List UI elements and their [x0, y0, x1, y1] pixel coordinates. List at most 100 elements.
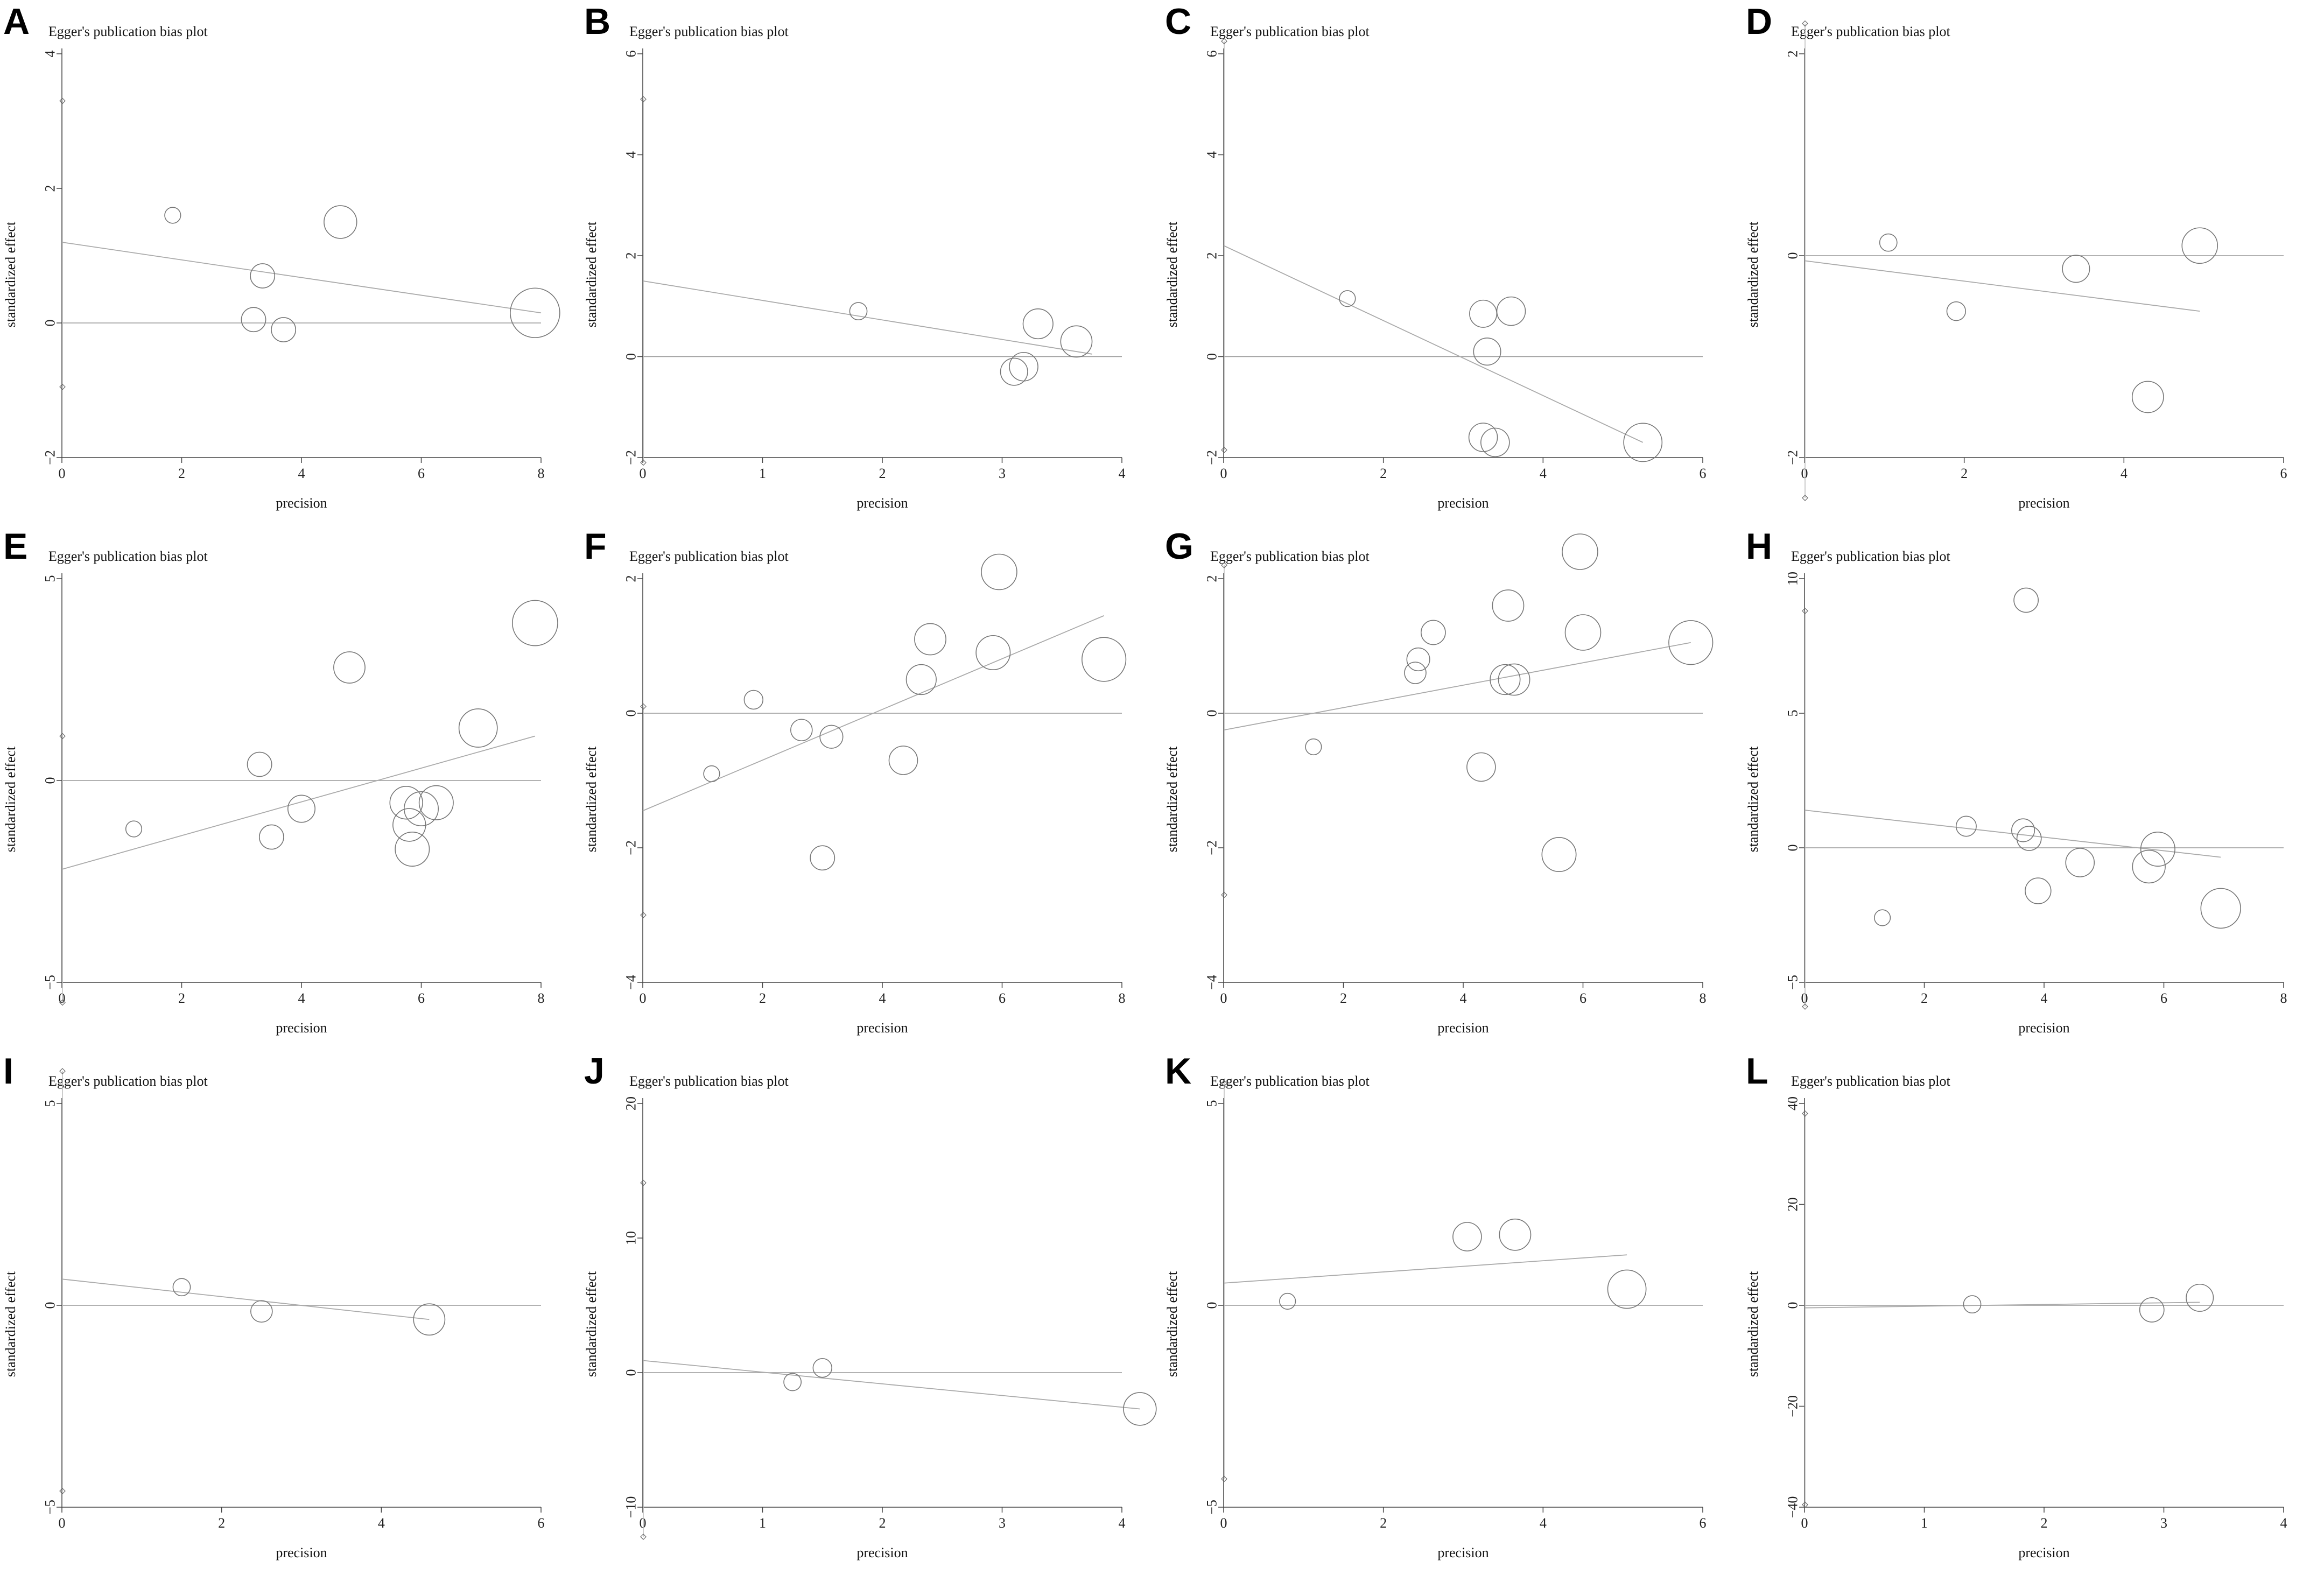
intercept-ci-marker: [640, 459, 647, 466]
intercept-ci-marker: [1802, 1501, 1808, 1508]
y-tick-label: 0: [1785, 845, 1801, 852]
panel-letter: C: [1165, 1, 1192, 42]
panel-letter: E: [3, 526, 28, 567]
chart-title: Egger's publication bias plot: [48, 549, 208, 564]
y-tick-label: −5: [1204, 1500, 1220, 1515]
y-tick-label: 20: [623, 1096, 639, 1110]
y-tick-label: 5: [43, 575, 58, 582]
x-tick-label: 6: [1579, 990, 1586, 1006]
intercept-ci-marker: [59, 97, 66, 104]
y-tick-label: −2: [623, 450, 639, 465]
x-tick-label: 2: [178, 990, 185, 1006]
intercept-ci-marker: [1221, 447, 1227, 453]
intercept-ci-marker: [1221, 1475, 1227, 1482]
study-point: [413, 1303, 446, 1336]
regression-line: [1223, 245, 1644, 443]
y-tick-label: −2: [1785, 450, 1801, 465]
x-tick-label: 4: [1119, 466, 1126, 481]
study-point: [395, 831, 430, 867]
y-tick-label: −2: [1204, 840, 1220, 855]
y-tick-label: −20: [1785, 1395, 1801, 1417]
y-tick-label: −2: [1204, 450, 1220, 465]
intercept-ci-marker: [59, 383, 66, 390]
x-tick-label: 4: [2280, 1515, 2287, 1531]
x-tick-label: 6: [2160, 990, 2167, 1006]
regression-line: [61, 242, 542, 314]
x-axis-label: precision: [2018, 1545, 2070, 1560]
y-tick-label: 0: [1785, 1302, 1801, 1309]
y-tick-label: 0: [1204, 353, 1220, 360]
regression-line: [61, 1278, 430, 1320]
x-tick-label: 2: [218, 1515, 225, 1531]
x-tick-label: 6: [999, 990, 1006, 1006]
y-tick-label: 0: [623, 1369, 639, 1376]
x-tick-label: 4: [298, 466, 305, 481]
y-axis-label: standardized effect: [584, 1271, 599, 1377]
chart-title: Egger's publication bias plot: [629, 549, 789, 564]
y-tick-label: 2: [623, 252, 639, 259]
study-point: [389, 786, 423, 820]
x-tick-label: 4: [298, 990, 305, 1006]
intercept-ci-marker: [1221, 38, 1227, 45]
x-tick-label: 2: [879, 1515, 886, 1531]
intercept-ci-marker: [1802, 608, 1808, 614]
study-point: [790, 719, 813, 742]
study-point: [241, 307, 266, 333]
study-point: [1466, 752, 1496, 782]
x-tick-label: 6: [1700, 466, 1707, 481]
study-point: [1623, 423, 1663, 462]
y-tick-label: −40: [1785, 1496, 1801, 1518]
x-axis-label: precision: [856, 495, 908, 511]
y-tick-label: 2: [1204, 252, 1220, 259]
panel-letter: G: [1165, 526, 1193, 567]
x-tick-label: 0: [1220, 466, 1227, 481]
x-axis-label: precision: [856, 1020, 908, 1036]
study-point: [1541, 836, 1577, 872]
study-point: [1498, 663, 1530, 696]
study-point: [975, 635, 1011, 671]
y-axis-label: standardized effect: [1745, 1271, 1761, 1377]
study-point: [1668, 620, 1714, 665]
study-point: [250, 1300, 273, 1323]
y-tick-label: 10: [623, 1231, 639, 1245]
chart-title: Egger's publication bias plot: [1791, 549, 1950, 564]
intercept-ci-marker: [1802, 1110, 1808, 1117]
study-point: [849, 302, 868, 321]
x-tick-label: 1: [1921, 1515, 1928, 1531]
x-tick-label: 8: [538, 990, 545, 1006]
x-tick-label: 4: [879, 990, 886, 1006]
chart-title: Egger's publication bias plot: [1791, 24, 1950, 39]
study-point: [1404, 662, 1427, 684]
study-point: [1607, 1269, 1647, 1309]
study-point: [250, 263, 276, 289]
x-tick-label: 4: [1119, 1515, 1126, 1531]
study-point: [324, 205, 357, 239]
intercept-ci-marker: [1802, 1003, 1808, 1010]
study-point: [1562, 533, 1598, 570]
study-point: [1473, 338, 1501, 366]
x-axis-label: precision: [2018, 1020, 2070, 1036]
x-tick-label: 6: [418, 990, 425, 1006]
x-tick-label: 3: [999, 1515, 1006, 1531]
x-tick-label: 2: [759, 990, 766, 1006]
x-tick-label: 2: [2041, 1515, 2048, 1531]
study-point: [287, 794, 315, 823]
study-point: [905, 664, 937, 695]
y-tick-label: −10: [623, 1496, 639, 1518]
intercept-ci-marker: [1221, 562, 1227, 568]
study-point: [703, 765, 720, 783]
y-tick-label: −5: [43, 975, 58, 990]
study-point: [1082, 637, 1127, 682]
study-point: [1123, 1392, 1157, 1426]
study-point: [271, 317, 297, 342]
x-tick-label: 0: [640, 466, 647, 481]
study-point: [2013, 587, 2039, 613]
study-point: [1000, 357, 1028, 386]
